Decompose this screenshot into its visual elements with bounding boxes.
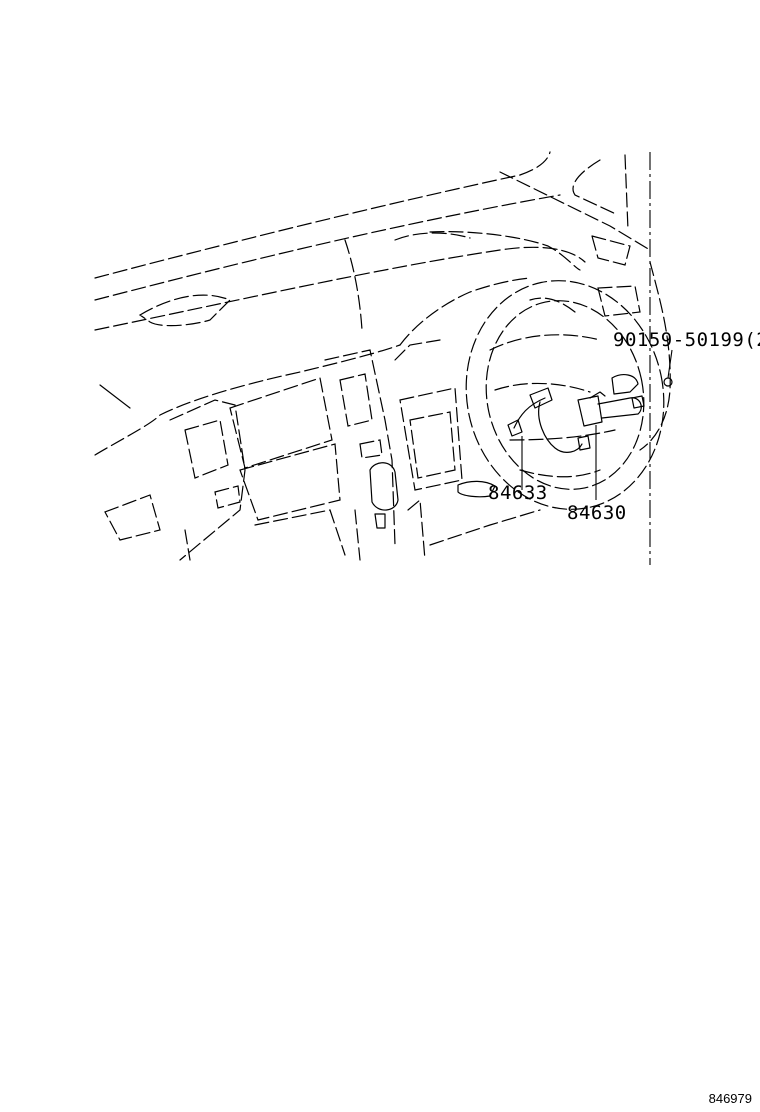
center-console: [104, 339, 541, 561]
leader-lines: [521, 349, 673, 500]
steering-wheel: [457, 280, 665, 510]
switch-assembly-part: [577, 374, 645, 427]
callout-switch-label: 84630: [567, 502, 627, 524]
dashboard-outline: [94, 151, 671, 456]
figure-code: 846979: [709, 1091, 752, 1106]
callout-screw-label: 90159-50199(2): [613, 329, 760, 351]
callout-wire-label: 84633: [488, 482, 548, 504]
wire-harness-part: [507, 387, 591, 453]
